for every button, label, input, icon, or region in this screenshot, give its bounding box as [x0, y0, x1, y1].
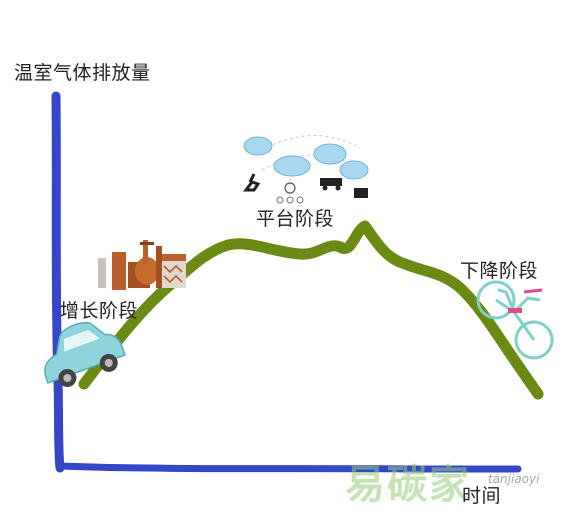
y-axis [51, 91, 65, 473]
stage-label-growth: 增长阶段 [60, 300, 139, 322]
car-icon [44, 322, 126, 387]
watermark-text: tanjiaoyi [488, 472, 540, 486]
bicycle-icon [476, 280, 554, 360]
factory-icon [98, 240, 186, 290]
stage-label-decline: 下降阶段 [460, 260, 539, 282]
stage-label-plateau: 平台阶段 [256, 208, 335, 230]
y-axis-label: 温室气体排放量 [14, 62, 151, 84]
watermark-logo: 易碳家 [345, 462, 471, 508]
x-axis-label: 时间 [462, 485, 502, 507]
cloud-network-icon [243, 135, 369, 204]
emission-curve [78, 220, 544, 400]
x-axis [56, 462, 522, 473]
